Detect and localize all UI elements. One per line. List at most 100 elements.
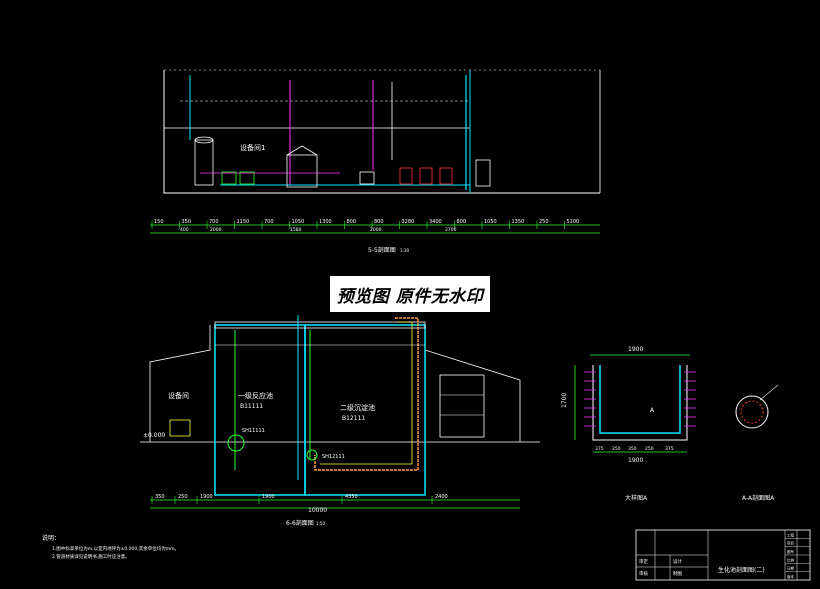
tb-drawing-name: 生化池剖面图(二) [718,566,765,574]
top-pump-1 [221,171,237,185]
bottom-room-label: 设备间 [168,391,189,400]
cooling-tower [439,374,485,438]
tb-label-3: 设计 [673,558,682,565]
detail-a-dimension-labels: 375 250 350 250 375 [595,446,674,452]
top-subdim-label: 1580 [290,227,302,233]
top-dim-label: 1300 [319,219,332,225]
tank-1-pump [227,434,245,452]
tank-2-wall [304,324,426,496]
tb-label-1: 审定 [639,558,648,565]
detail-aa-inner [740,400,764,424]
bottom-dim-label: 350 [155,494,165,500]
top-dim-label: 700 [264,219,274,225]
top-room-label: 设备间1 [240,143,265,152]
top-scale: 1:30 [400,248,409,253]
notes-line-2: 2.管道材质详见说明书,施工时应注意。 [52,553,130,560]
tank-top-slab [214,321,426,329]
detail-a-bottom-width: 1900 [628,457,643,464]
top-dim-label: 700 [209,219,219,225]
bottom-dim-label: 2400 [435,494,448,500]
bottom-dim-label: 1900 [200,494,213,500]
bottom-title: 6-6剖面图 [286,519,314,527]
detail-a-dim-label: 250 [645,446,654,452]
section-6-6: 设备间 ±0.000 一级反应池 B11111 SH11111 二级沉淀池 B1… [140,315,540,527]
top-subdim-label: 2700 [445,227,457,233]
tb-right-label: 版本 [787,574,795,579]
top-dim-label: 1150 [237,219,250,225]
detail-aa: A-A剖面图A [735,384,779,502]
top-pump-3 [359,171,375,185]
detail-a-dim-label: 250 [612,446,621,452]
top-dim-label: 800 [347,219,357,225]
detail-a-dim-label: 350 [628,446,637,452]
top-dim-label: 1050 [484,219,497,225]
notes-line-1: 1.图中标高单位为m,以室内地坪为±0.000,其余单位均为mm。 [52,545,179,552]
detail-a-height: 1700 [561,393,568,408]
top-title: 5-5剖面图 [368,246,396,254]
top-building-outline [163,70,600,194]
top-subdim-label: 400 [180,227,189,233]
top-tank-2 [286,154,318,188]
top-pump-4 [399,167,413,185]
tank-2-name: 二级沉淀池 [340,403,375,412]
detail-aa-leader [759,384,779,401]
detail-aa-title: A-A剖面图A [742,494,775,502]
left-equipment [169,419,191,437]
detail-a-title: 大样图A [625,494,648,502]
detail-a-outer [592,365,688,441]
detail-a-dim-label: 375 [595,446,604,452]
bottom-scale: 1:50 [316,521,325,526]
tb-right-label: 比例 [787,557,795,562]
tb-right-label: 图号 [787,549,795,554]
tb-label-4: 制图 [673,570,682,577]
top-dim-label: 1050 [292,219,305,225]
tank-2-pump [306,449,318,461]
tank-1-pump-code: SH11111 [242,428,265,434]
top-tank-1 [194,139,214,186]
top-subdim-label: 2000 [210,227,222,233]
top-pump-7 [475,159,491,187]
top-dim-label: 800 [457,219,467,225]
top-pump-5 [419,167,433,185]
level-label: ±0.000 [143,432,165,439]
detail-a-dim-label: 375 [665,446,674,452]
watermark-label: 预览图 原件无水印 [330,276,490,312]
detail-aa-outer [735,395,769,429]
bottom-dim-label: 4350 [345,494,358,500]
top-dim-label: 5100 [567,219,580,225]
section-5-5: 设备间1 150 350 700 1150 700 1050 1300 800 800 3280 3… [150,69,601,254]
top-dim-label: 350 [182,219,192,225]
detail-a-top-width: 1900 [628,346,643,353]
bottom-dim-label: 1900 [262,494,275,500]
orange-pipe [314,317,419,471]
notes: 说明： 1.图中标高单位为m,以室内地坪为±0.000,其余单位均为mm。 2.… [42,534,179,560]
bottom-roof-left [149,325,211,442]
detail-a-inner [599,365,681,434]
top-subdim-label: 2000 [370,227,382,233]
tb-label-2: 审核 [639,570,648,577]
tank-1-name: 一级反应池 [238,391,273,400]
top-tank-1-cap [194,136,214,144]
bottom-roof-right [424,349,521,442]
top-dim-label: 250 [539,219,549,225]
tank-1-code: B11111 [240,403,263,410]
tb-right-label: 项目 [787,541,794,546]
top-dim-label: 150 [154,219,164,225]
top-dim-label: 1350 [512,219,525,225]
top-dim-label: 3400 [429,219,442,225]
detail-a-mark: A [650,407,655,414]
top-dim-label: 3280 [402,219,415,225]
bottom-total-dim: 10000 [308,507,327,514]
notes-title: 说明： [42,534,60,542]
tb-right-label: 工程 [787,532,795,537]
yellow-pipe [320,321,413,465]
tank-2-pump-code: SH12111 [322,454,345,460]
tank-1-wall [214,324,306,496]
detail-a: 1900 1700 A 375 250 350 250 375 1900 大样图A [561,346,696,502]
detail-a-rebar-right [684,371,696,427]
